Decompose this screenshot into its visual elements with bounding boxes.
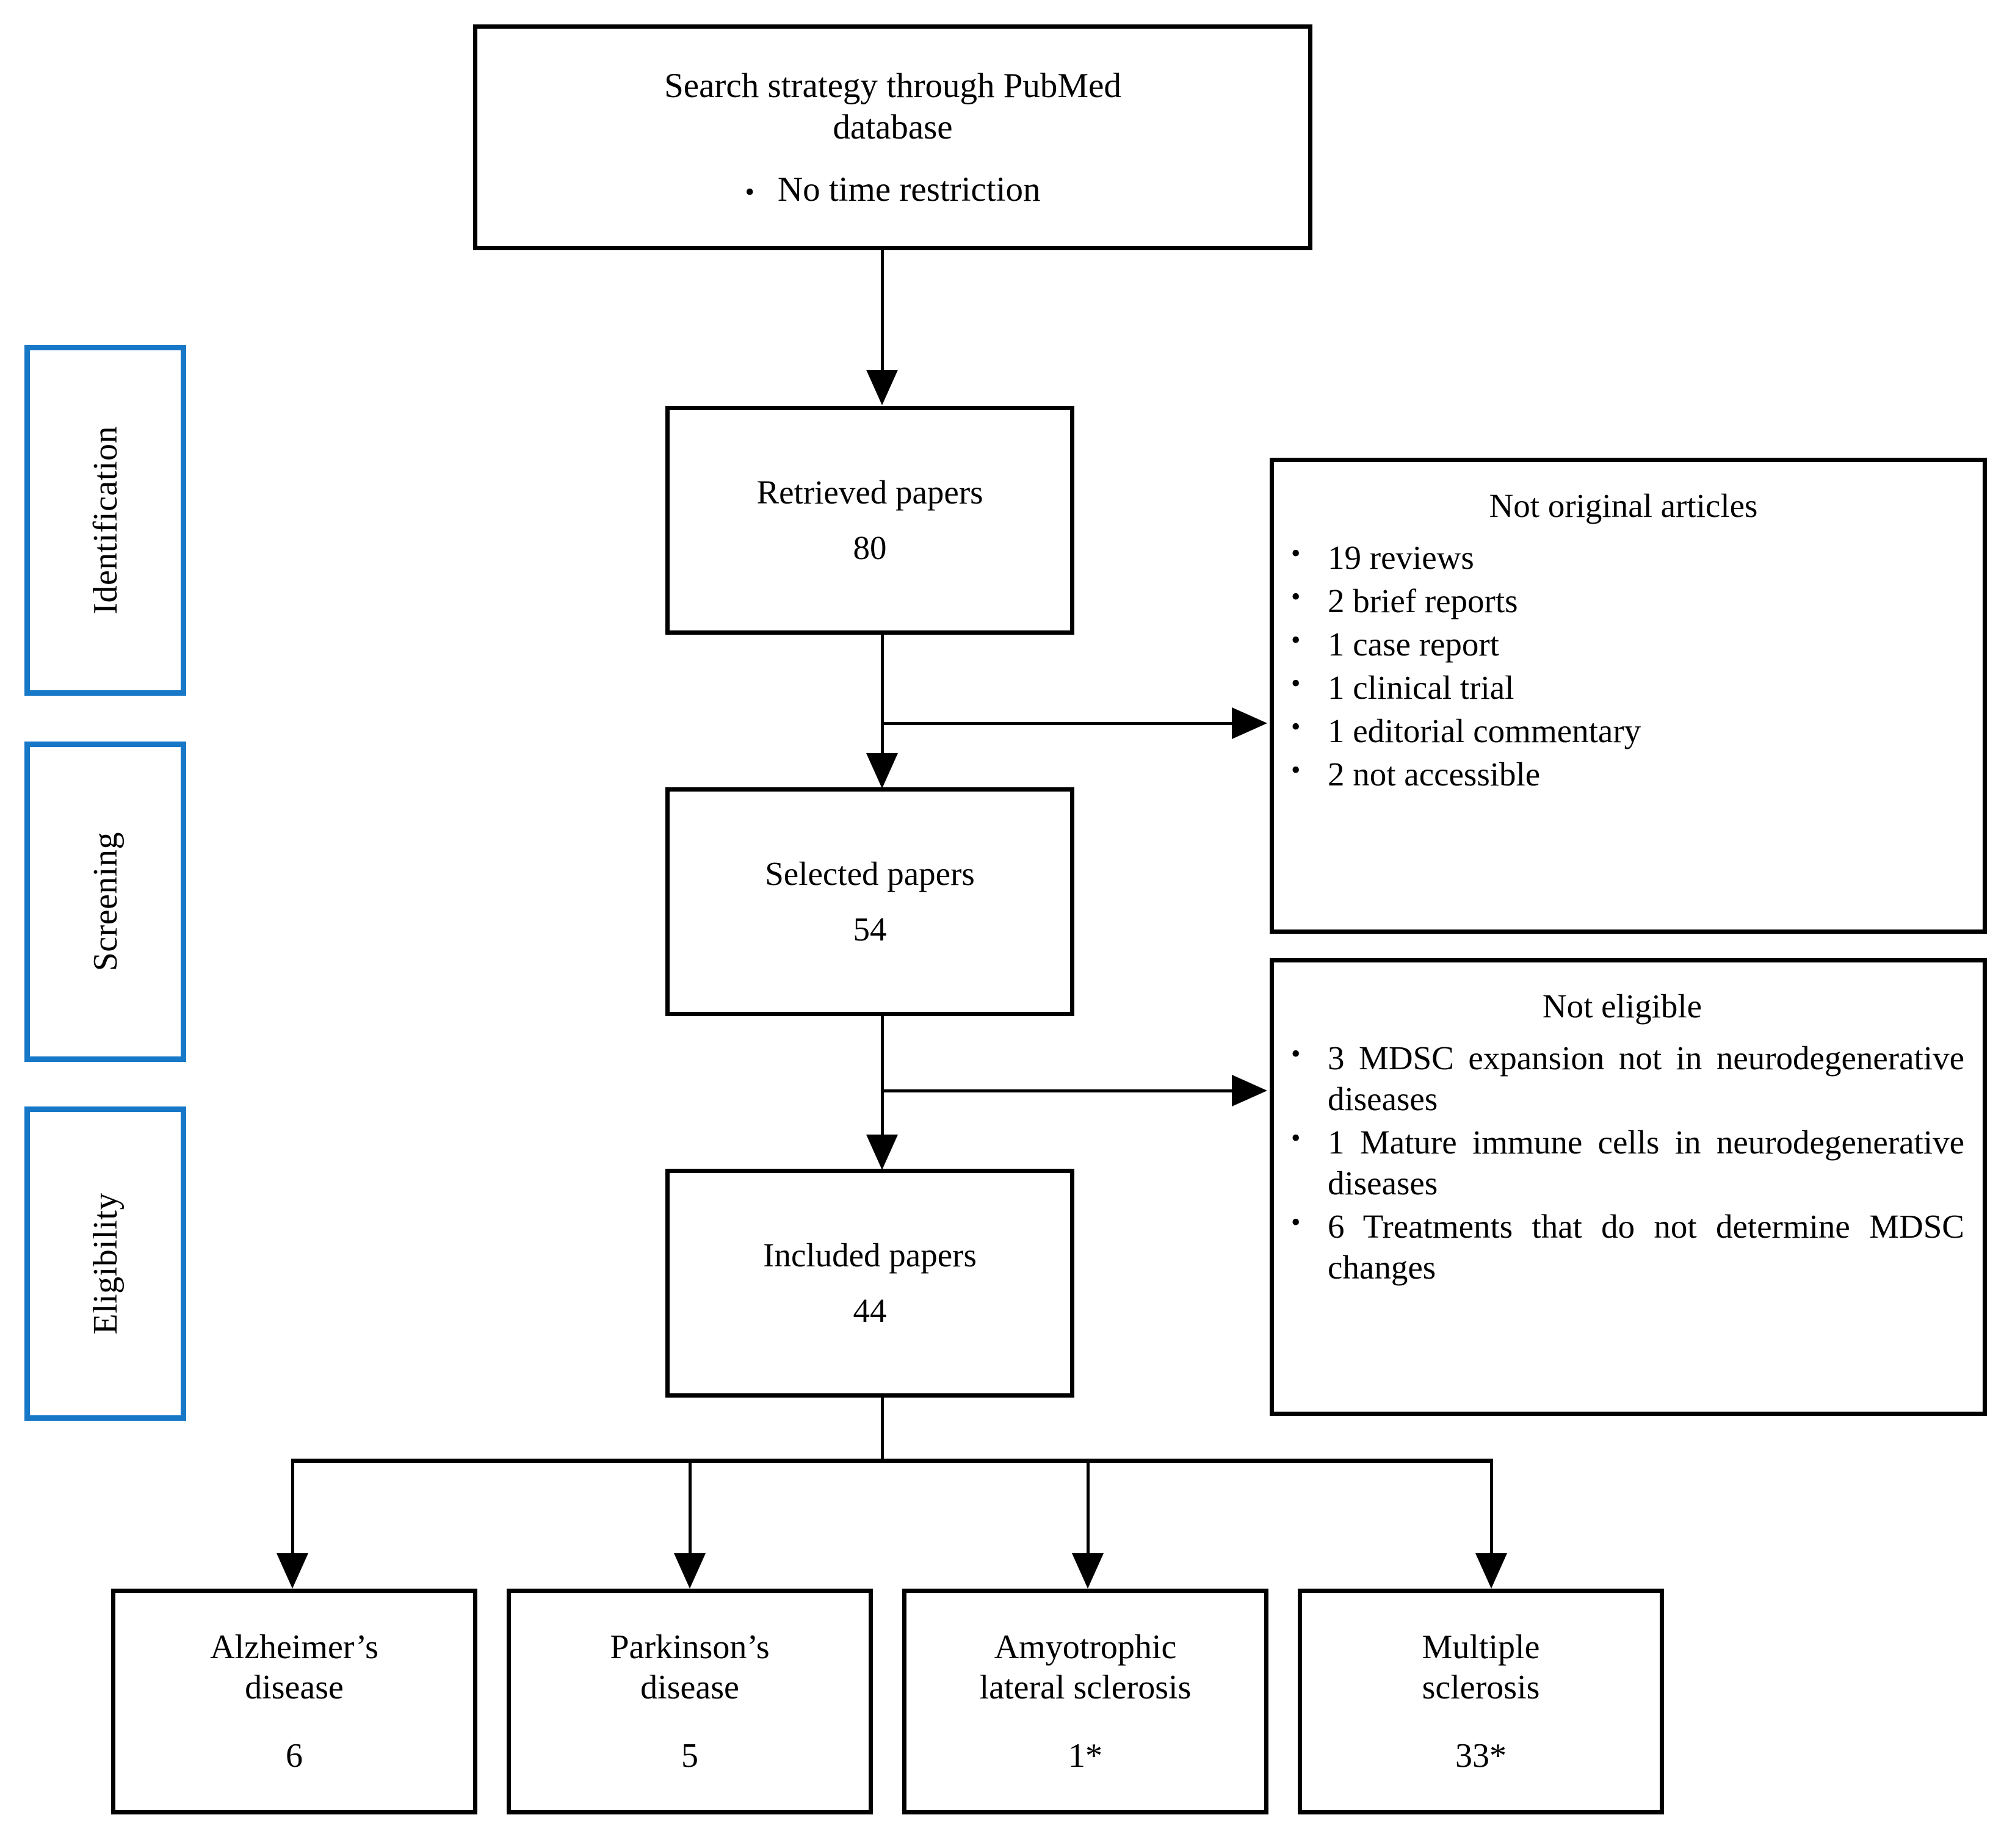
connector-selected-to-included <box>881 1016 884 1136</box>
search-strategy-bullet-text: No time restriction <box>777 170 1041 209</box>
selected-papers-count: 54 <box>853 910 887 948</box>
retrieved-papers-box: Retrieved papers 80 <box>665 406 1074 635</box>
outcome-ms-line1: Multiple <box>1422 1628 1540 1666</box>
stage-label-identification: Identification <box>24 345 186 696</box>
outcome-box-parkinsons: Parkinson’s disease 5 <box>507 1589 873 1814</box>
outcome-alzheimers-count: 6 <box>286 1737 303 1775</box>
not-eligible-list: 3 MDSC expansion not in neurodegenerativ… <box>1280 1036 1964 1291</box>
not-original-articles-list: 19 reviews 2 brief reports 1 case report… <box>1280 536 1967 798</box>
not-eligible-box: Not eligible 3 MDSC expansion not in neu… <box>1270 958 1987 1416</box>
arrowhead-to-alzheimers <box>277 1553 308 1589</box>
outcome-parkinsons-count: 5 <box>681 1737 698 1775</box>
connector-retrieved-to-selected <box>881 635 884 754</box>
arrowhead-retrieved-to-not-original <box>1232 707 1267 739</box>
arrowhead-retrieved-to-selected <box>866 753 898 789</box>
not-original-articles-box: Not original articles 19 reviews 2 brief… <box>1270 458 1987 934</box>
stage-label-identification-text: Identification <box>86 426 125 615</box>
connector-outcome-distribution-bar <box>291 1459 1492 1463</box>
outcome-ms-line2: sclerosis <box>1422 1668 1540 1706</box>
arrowhead-selected-to-included <box>866 1135 898 1170</box>
search-strategy-bullet-row: • No time restriction <box>745 170 1041 209</box>
outcome-als-line1: Amyotrophic <box>994 1628 1177 1666</box>
list-item: 2 not accessible <box>1280 753 1967 795</box>
connector-to-alzheimers <box>291 1459 294 1554</box>
connector-included-trunk <box>881 1398 884 1460</box>
list-item: 2 brief reports <box>1280 579 1967 621</box>
outcome-als-line2: lateral sclerosis <box>979 1668 1192 1706</box>
arrowhead-search-to-retrieved <box>866 370 898 405</box>
connector-search-to-retrieved <box>881 250 884 371</box>
stage-label-screening-text: Screening <box>86 832 125 972</box>
outcome-alzheimers-line2: disease <box>245 1668 344 1706</box>
connector-retrieved-to-not-original <box>881 722 1232 725</box>
stage-label-screening: Screening <box>24 742 186 1062</box>
connector-to-ms <box>1490 1459 1493 1554</box>
list-item: 3 MDSC expansion not in neurodegenerativ… <box>1280 1036 1964 1119</box>
retrieved-papers-label: Retrieved papers <box>756 473 983 511</box>
selected-papers-label: Selected papers <box>765 854 975 892</box>
search-strategy-heading-line2: database <box>833 107 953 146</box>
connector-selected-to-not-eligible <box>881 1089 1232 1092</box>
connector-to-parkinsons <box>689 1459 692 1554</box>
bullet-icon: • <box>745 176 754 207</box>
list-item: 1 editorial commentary <box>1280 709 1967 751</box>
not-eligible-heading: Not eligible <box>1542 987 1702 1025</box>
stage-label-eligibility-text: Eligibility <box>86 1193 125 1335</box>
arrowhead-to-als <box>1072 1553 1104 1589</box>
list-item: 1 clinical trial <box>1280 666 1967 708</box>
arrowhead-selected-to-not-eligible <box>1232 1075 1267 1106</box>
search-strategy-heading-line1: Search strategy through PubMed <box>664 67 1121 106</box>
included-papers-box: Included papers 44 <box>665 1169 1074 1398</box>
list-item: 1 case report <box>1280 623 1967 665</box>
list-item: 1 Mature immune cells in neurodegenerati… <box>1280 1121 1964 1204</box>
stage-label-eligibility: Eligibility <box>24 1106 186 1421</box>
retrieved-papers-count: 80 <box>853 529 887 566</box>
outcome-box-ms: Multiple sclerosis 33* <box>1298 1589 1664 1814</box>
outcome-box-als: Amyotrophic lateral sclerosis 1* <box>902 1589 1268 1814</box>
connector-to-als <box>1087 1459 1090 1554</box>
arrowhead-to-parkinsons <box>674 1553 706 1589</box>
outcome-ms-count: 33* <box>1455 1737 1507 1775</box>
list-item: 19 reviews <box>1280 536 1967 578</box>
outcome-parkinsons-line2: disease <box>640 1668 739 1706</box>
search-strategy-box: Search strategy through PubMed database … <box>473 24 1312 250</box>
included-papers-count: 44 <box>853 1291 887 1329</box>
arrowhead-to-ms <box>1475 1553 1507 1589</box>
selected-papers-box: Selected papers 54 <box>665 787 1074 1016</box>
included-papers-label: Included papers <box>763 1236 977 1274</box>
outcome-alzheimers-line1: Alzheimer’s <box>210 1628 378 1666</box>
list-item: 6 Treatments that do not determine MDSC … <box>1280 1205 1964 1288</box>
outcome-box-alzheimers: Alzheimer’s disease 6 <box>111 1589 477 1814</box>
not-original-articles-heading: Not original articles <box>1489 487 1758 524</box>
outcome-parkinsons-line1: Parkinson’s <box>610 1628 770 1666</box>
outcome-als-count: 1* <box>1068 1737 1102 1775</box>
